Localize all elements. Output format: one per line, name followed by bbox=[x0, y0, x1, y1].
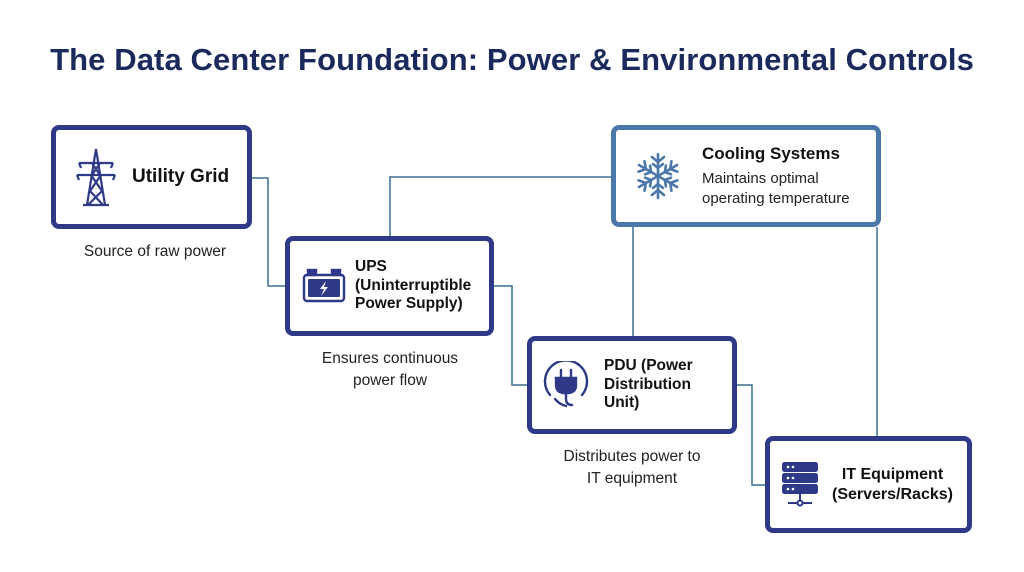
connector-cooling-to-ups bbox=[389, 176, 611, 236]
utility-grid-node: Utility Grid bbox=[51, 125, 252, 229]
pdu-label: PDU (Power Distribution Unit) bbox=[604, 357, 693, 412]
server-rack-icon bbox=[778, 461, 822, 509]
connector-ups-to-pdu bbox=[494, 285, 527, 386]
ups-caption: Ensures continuous power flow bbox=[321, 350, 459, 389]
it-equipment-label: IT Equipment (Servers/Racks) bbox=[832, 466, 953, 503]
it-equipment-node: IT Equipment (Servers/Racks) bbox=[765, 436, 972, 533]
battery-icon bbox=[299, 268, 349, 304]
ups-label: UPS (Uninterruptible Power Supply) bbox=[355, 258, 472, 313]
pdu-caption: Distributes power to IT equipment bbox=[563, 448, 701, 487]
cooling-systems-node: Cooling Systems Maintains optimal operat… bbox=[611, 125, 881, 227]
utility-grid-caption: Source of raw power bbox=[83, 243, 227, 260]
cooling-systems-description: Maintains optimal operating temperature bbox=[702, 170, 850, 207]
connector-pdu-to-it bbox=[737, 384, 765, 486]
cooling-systems-label: Cooling Systems bbox=[702, 143, 840, 163]
cooling-systems-text: Cooling Systems Maintains optimal operat… bbox=[702, 144, 850, 208]
page-title: The Data Center Foundation: Power & Envi… bbox=[50, 42, 974, 77]
pdu-node: PDU (Power Distribution Unit) bbox=[527, 336, 737, 434]
ups-node: UPS (Uninterruptible Power Supply) bbox=[285, 236, 494, 336]
power-tower-icon bbox=[70, 147, 122, 207]
connector-grid-to-ups bbox=[252, 177, 285, 287]
utility-grid-label: Utility Grid bbox=[132, 165, 230, 187]
snowflake-icon bbox=[628, 151, 688, 201]
plug-icon bbox=[540, 361, 592, 409]
